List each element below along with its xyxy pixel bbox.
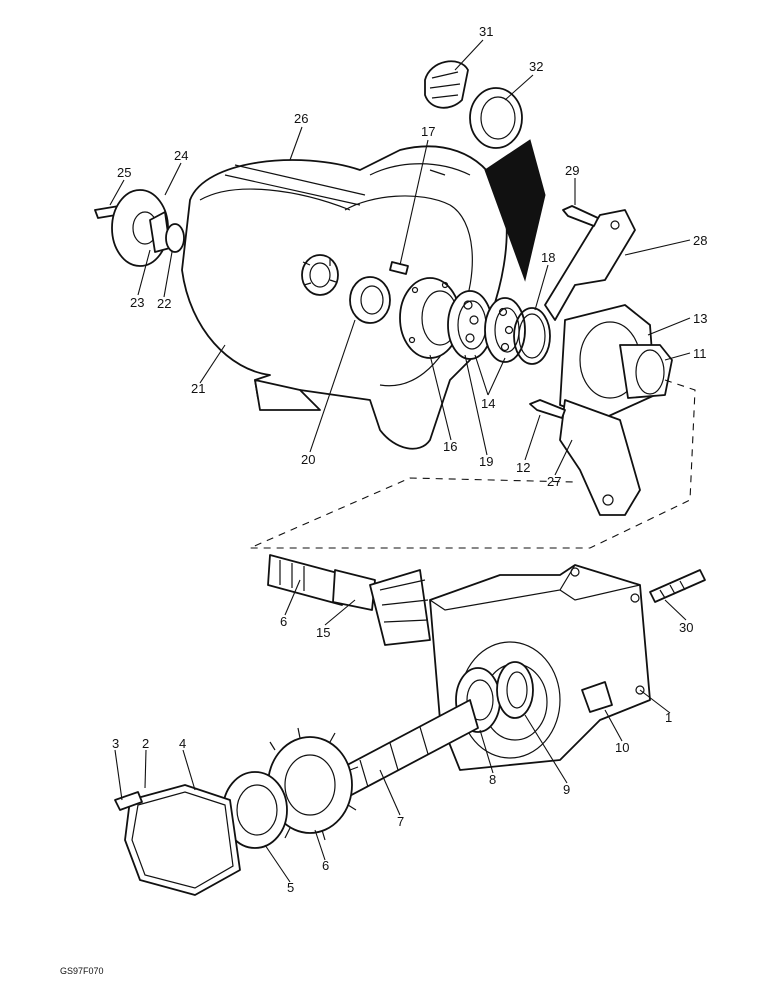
pinion-shaft-6 xyxy=(267,554,431,646)
dashed-alignment-line xyxy=(249,379,696,549)
ring-22 xyxy=(165,223,185,253)
callout-16: 16 xyxy=(443,439,457,454)
callout-9: 9 xyxy=(563,782,570,797)
callout-labels: 1 2 3 4 5 6 6 7 8 9 10 11 12 13 14 15 16… xyxy=(112,24,707,895)
callout-6-shaft: 6 xyxy=(280,614,287,629)
callout-7: 7 xyxy=(397,814,404,829)
callout-13: 13 xyxy=(693,311,707,326)
leader-lines xyxy=(109,39,691,883)
seal-20 xyxy=(349,276,391,324)
bearing-housing-13 xyxy=(559,304,673,421)
bolt-3 xyxy=(114,791,143,811)
callout-18: 18 xyxy=(541,250,555,265)
bearing-14-19 xyxy=(447,290,526,363)
bolt-12 xyxy=(529,399,566,419)
callout-30: 30 xyxy=(679,620,693,635)
callout-3: 3 xyxy=(112,736,119,751)
screw-17 xyxy=(389,261,409,275)
bearing-5 xyxy=(222,771,288,849)
callout-29: 29 xyxy=(565,163,579,178)
callout-25: 25 xyxy=(117,165,131,180)
callout-20: 20 xyxy=(301,452,315,467)
callout-2: 2 xyxy=(142,736,149,751)
callout-6-gear: 6 xyxy=(322,858,329,873)
bolt-29 xyxy=(562,205,599,227)
bearing-cup-32 xyxy=(469,87,523,149)
bracket-28 xyxy=(544,209,636,321)
callout-24: 24 xyxy=(174,148,188,163)
callout-11: 11 xyxy=(693,346,707,361)
callout-12: 12 xyxy=(516,460,530,475)
callout-5: 5 xyxy=(287,880,294,895)
callout-15: 15 xyxy=(316,625,330,640)
install-arrow xyxy=(484,139,546,282)
callout-23: 23 xyxy=(130,295,144,310)
callout-32: 32 xyxy=(529,59,543,74)
bracket-27 xyxy=(559,399,641,516)
callout-26: 26 xyxy=(294,111,308,126)
bearing-9 xyxy=(496,661,534,719)
callout-21: 21 xyxy=(191,381,205,396)
circlip-18 xyxy=(513,307,551,365)
callout-31: 31 xyxy=(479,24,493,39)
cover-plate-4 xyxy=(124,784,241,896)
callout-8: 8 xyxy=(489,772,496,787)
plug-10 xyxy=(581,681,613,713)
gear-6 xyxy=(261,727,359,841)
callout-27: 27 xyxy=(547,474,561,489)
callout-14: 14 xyxy=(481,396,495,411)
drawing-reference-code: GS97F070 xyxy=(60,966,104,976)
callout-17: 17 xyxy=(421,124,435,139)
callout-1: 1 xyxy=(665,710,672,725)
bearing-cone-31 xyxy=(424,60,469,109)
callout-28: 28 xyxy=(693,233,707,248)
stud-30 xyxy=(649,569,706,603)
callout-22: 22 xyxy=(157,296,171,311)
callout-4: 4 xyxy=(179,736,186,751)
callout-10: 10 xyxy=(615,740,629,755)
callout-19: 19 xyxy=(479,454,493,469)
guard-housing xyxy=(181,145,508,450)
